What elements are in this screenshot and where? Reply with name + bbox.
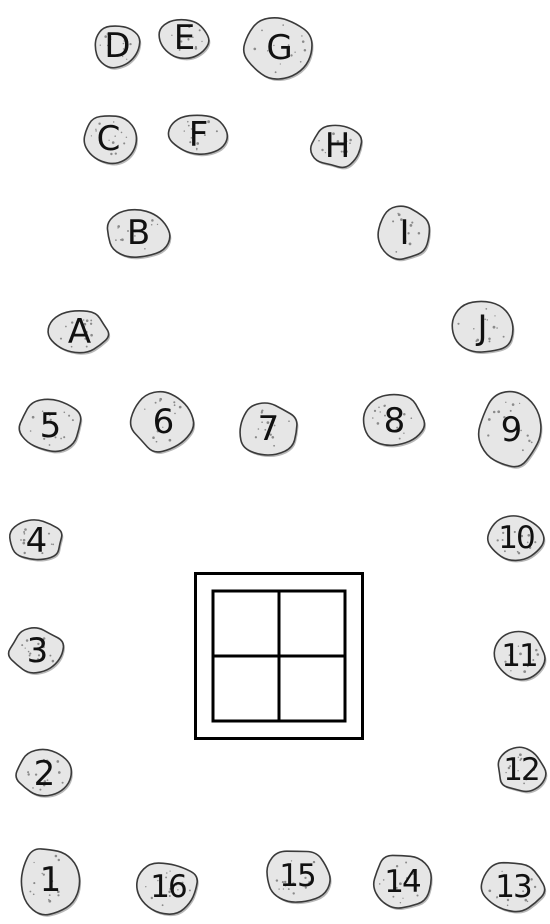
stone-label: A [44, 306, 114, 358]
stone-label: 7 [232, 398, 304, 460]
stone-F: F [162, 110, 234, 160]
stone-4: 4 [4, 516, 68, 566]
stone-13: 13 [476, 856, 550, 918]
stone-15: 15 [258, 844, 336, 908]
stone-label: B [100, 204, 176, 262]
stone-H: H [306, 120, 368, 172]
stone-label: E [154, 14, 214, 62]
stone-label: H [306, 120, 368, 172]
stone-5: 5 [12, 394, 88, 458]
stone-label: 12 [492, 744, 550, 796]
stone-label: 16 [132, 856, 204, 918]
stone-label: C [76, 110, 140, 168]
stone-label: 11 [488, 628, 550, 684]
stone-label: 15 [258, 844, 336, 908]
stone-7: 7 [232, 398, 304, 460]
stone-1: 1 [14, 840, 86, 920]
stone-label: J [444, 296, 520, 360]
stone-12: 12 [492, 744, 550, 796]
stone-label: 2 [10, 746, 78, 802]
stone-C: C [76, 110, 140, 168]
stone-9: 9 [474, 386, 548, 474]
stone-6: 6 [126, 386, 200, 458]
stone-label: 3 [4, 624, 70, 678]
stone-label: G [238, 10, 320, 86]
stone-3: 3 [4, 624, 70, 678]
stone-label: D [88, 20, 146, 72]
stone-label: 1 [14, 840, 86, 920]
stone-I: I [372, 200, 436, 266]
stone-D: D [88, 20, 146, 72]
stone-B: B [100, 204, 176, 262]
window-graphic [194, 572, 364, 740]
stone-label: 9 [474, 386, 548, 474]
stone-label: 5 [12, 394, 88, 458]
stone-E: E [154, 14, 214, 62]
stone-A: A [44, 306, 114, 358]
stone-J: J [444, 296, 520, 360]
stone-16: 16 [132, 856, 204, 918]
stone-label: F [162, 110, 234, 160]
stone-10: 10 [482, 512, 550, 564]
stone-label: 6 [126, 386, 200, 458]
stone-label: 10 [482, 512, 550, 564]
stone-G: G [238, 10, 320, 86]
four-pane-window [194, 572, 364, 740]
stone-label: 14 [366, 848, 438, 916]
stone-8: 8 [358, 390, 430, 452]
stone-label: 8 [358, 390, 430, 452]
stone-14: 14 [366, 848, 438, 916]
stone-label: 13 [476, 856, 550, 918]
stone-11: 11 [488, 628, 550, 684]
stone-label: 4 [4, 516, 68, 566]
stone-2: 2 [10, 746, 78, 802]
stone-label: I [372, 200, 436, 266]
